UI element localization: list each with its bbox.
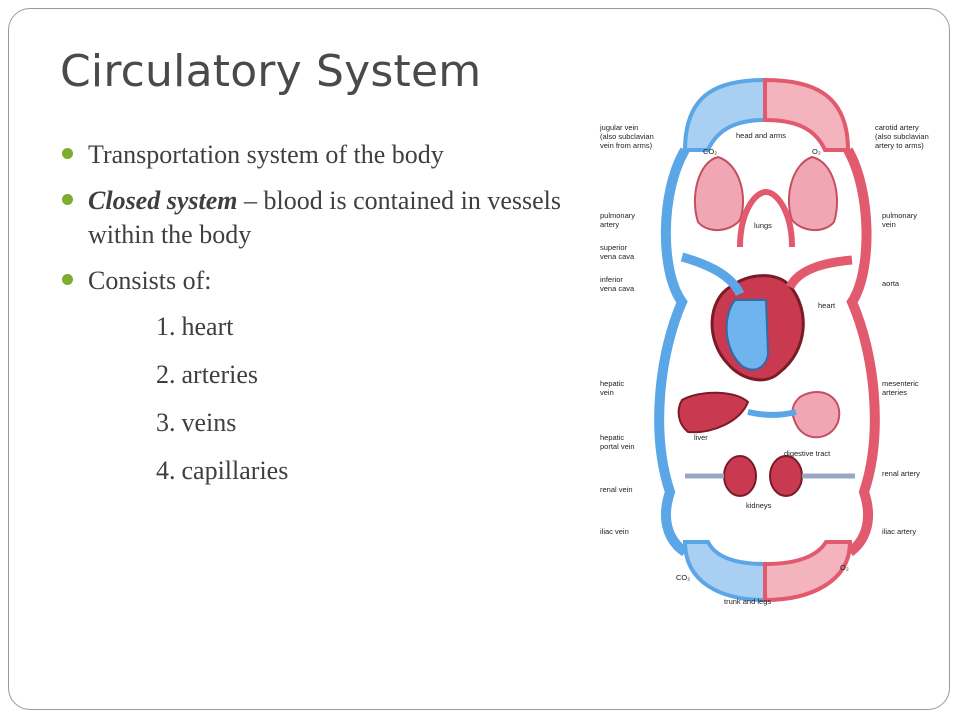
bullet-text: Transportation system of the body [88, 140, 444, 169]
lung-left [694, 155, 744, 231]
list-number: 1. [156, 312, 176, 341]
label-trunk-legs: trunk and legs [724, 597, 771, 606]
artery-loop-right [843, 147, 880, 557]
label-iliac-vein: iliac vein [600, 527, 629, 536]
list-number: 4. [156, 456, 176, 485]
label-renal-artery: renal artery [882, 469, 920, 478]
capillary-bed-top [682, 77, 851, 152]
label-liver: liver [694, 433, 708, 442]
label-o2-bottom: O₂ [840, 563, 849, 572]
label-heart: heart [818, 301, 836, 310]
capillary-bed-bottom [682, 540, 853, 603]
bullet-dot-icon [62, 274, 73, 285]
list-label: heart [181, 312, 234, 341]
label-co2-top: CO₂ [703, 147, 717, 156]
list-number: 3. [156, 408, 176, 437]
pulmonary-vessels [737, 188, 795, 248]
bullet-text: Consists of: [88, 266, 212, 295]
label-co2-bottom: CO₂ [676, 573, 690, 582]
heart-right-side [725, 299, 770, 371]
kidney-left [723, 455, 757, 497]
bullet-emphasis: Closed system [88, 186, 238, 215]
list-label: veins [181, 408, 237, 437]
label-lungs: lungs [754, 221, 772, 230]
list-label: capillaries [181, 456, 289, 485]
list-item: 1.heart [62, 310, 572, 344]
label-renal-vein: renal vein [600, 485, 633, 494]
list-item: 2.arteries [62, 358, 572, 392]
bullet-text: – blood is contained in vessels within t… [88, 186, 562, 249]
kidney-right [769, 455, 803, 497]
label-kidneys: kidneys [746, 501, 772, 510]
slide-title: Circulatory System [60, 46, 482, 97]
label-head-arms: head and arms [736, 131, 786, 140]
lung-right [787, 155, 838, 231]
label-iliac-artery: iliac artery [882, 527, 916, 536]
bullet-item: Closed system – blood is contained in ve… [62, 184, 572, 252]
bullet-item: Transportation system of the body [62, 138, 572, 172]
bullet-list: Transportation system of the body Closed… [62, 138, 572, 502]
list-number: 2. [156, 360, 176, 389]
label-o2-top: O₂ [812, 147, 821, 156]
list-label: arteries [181, 360, 259, 389]
label-digestive-tract: digestive tract [784, 449, 831, 458]
bullet-dot-icon [62, 194, 73, 205]
label-aorta: aorta [882, 279, 900, 288]
vein-loop-left [654, 147, 690, 557]
aorta-arch [785, 255, 853, 290]
digestive-tract [791, 391, 841, 439]
bullet-item: Consists of: [62, 264, 572, 298]
list-item: 4.capillaries [62, 454, 572, 488]
bullet-dot-icon [62, 148, 73, 159]
hepatic-portal-link [747, 409, 797, 418]
list-item: 3.veins [62, 406, 572, 440]
vena-cava [680, 252, 745, 297]
liver [677, 391, 750, 434]
